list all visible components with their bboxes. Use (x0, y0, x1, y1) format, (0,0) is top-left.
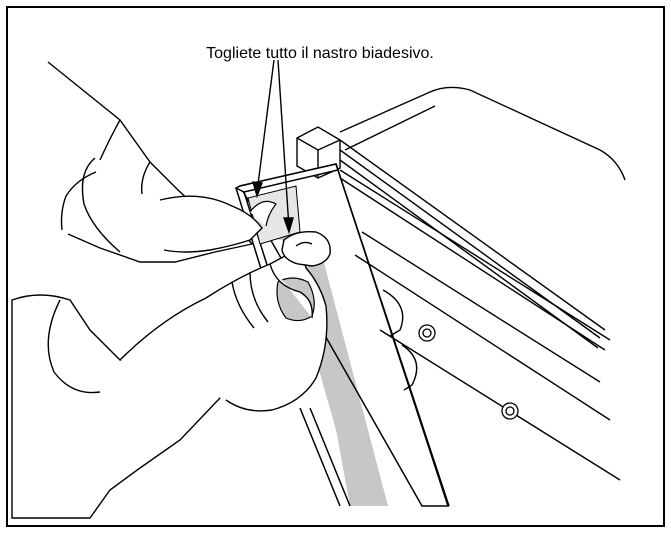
callout-arrow-left (257, 60, 274, 192)
machine-bottom-edge (380, 330, 620, 480)
machine-body (340, 87, 625, 480)
machine-rail (340, 140, 605, 348)
right-arm (12, 248, 327, 518)
machine-side-panel (340, 170, 610, 340)
callout-arrows (253, 60, 293, 232)
machine-lower-edge (362, 232, 600, 382)
gripping-thumb (282, 232, 330, 266)
machine-top-rim (345, 106, 435, 150)
callout-arrow-right (278, 60, 289, 228)
callout-label: Togliete tutto il nastro biadesivo. (206, 45, 434, 62)
screw-lower (502, 403, 518, 419)
machine-slot-bracket (383, 290, 403, 336)
callout-arrow-right-head (284, 218, 293, 232)
machine-slot-bracket-2 (402, 345, 417, 390)
upper-hand (160, 196, 262, 252)
right-hand-back (120, 248, 327, 411)
panel-right-edge-line (336, 164, 449, 506)
panel-lower-channel (300, 408, 350, 506)
screw-upper (419, 325, 435, 341)
adhesive-tape-lower (318, 330, 388, 506)
gripping-fingers (232, 264, 312, 328)
callout-arrow-left-head (253, 182, 262, 196)
machine-lower-edge-2 (355, 255, 610, 420)
right-arm-sleeve (12, 295, 220, 518)
tape-peel-curl (250, 201, 276, 226)
machine-top-edge (340, 87, 625, 180)
